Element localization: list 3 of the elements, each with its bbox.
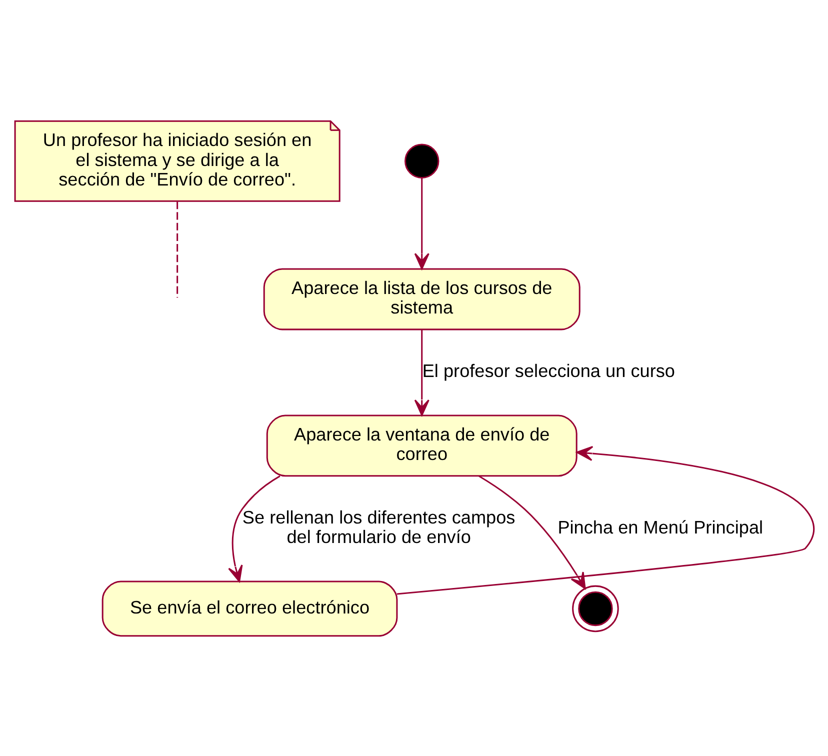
- edge-label: El profesor selecciona un curso: [422, 360, 674, 381]
- edge-label: Se rellenan los diferentes campos del formulario de envío: [242, 507, 515, 547]
- edge-label: Pincha en Menú Principal: [557, 516, 763, 537]
